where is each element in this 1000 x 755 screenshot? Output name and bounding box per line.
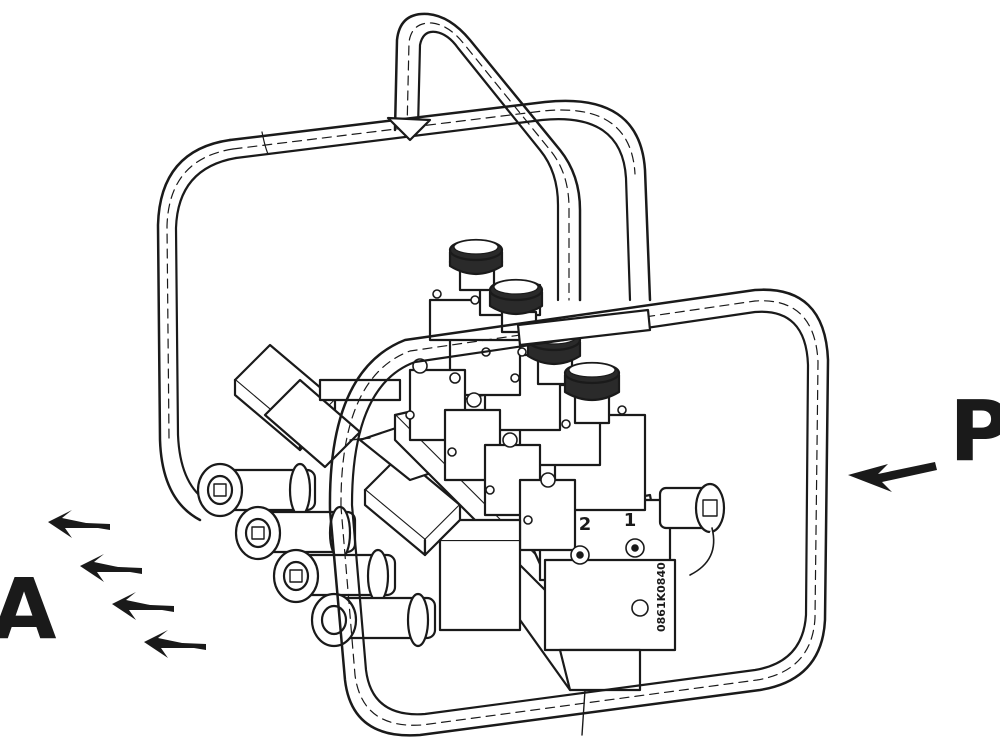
knob-4 [563, 361, 621, 425]
inlet-label-p: P [949, 382, 1000, 480]
coupling-4 [310, 592, 437, 648]
arrow-left-icon [48, 510, 110, 538]
coupling-3 [272, 548, 397, 604]
arrow-left-icon [848, 462, 937, 492]
coupling-1 [196, 462, 317, 518]
block-bolts [405, 289, 649, 617]
carry-handle [386, 12, 582, 302]
inlet-arrow [848, 462, 937, 492]
back-frame [156, 99, 652, 522]
outlet-label-a: A [0, 560, 57, 658]
arrow-left-icon [80, 554, 142, 582]
port-2-label: 2 [579, 514, 592, 535]
inlet-coupling [658, 482, 726, 576]
port-1-label: 1 [624, 510, 637, 531]
front-frame [328, 288, 830, 737]
arrow-left-icon [144, 630, 206, 658]
outlet-arrows [48, 510, 206, 658]
serial-number: 0861K0840 [655, 562, 668, 632]
knob-1 [448, 238, 504, 292]
adjustment-knobs [448, 238, 621, 425]
arrow-left-icon [112, 592, 174, 620]
